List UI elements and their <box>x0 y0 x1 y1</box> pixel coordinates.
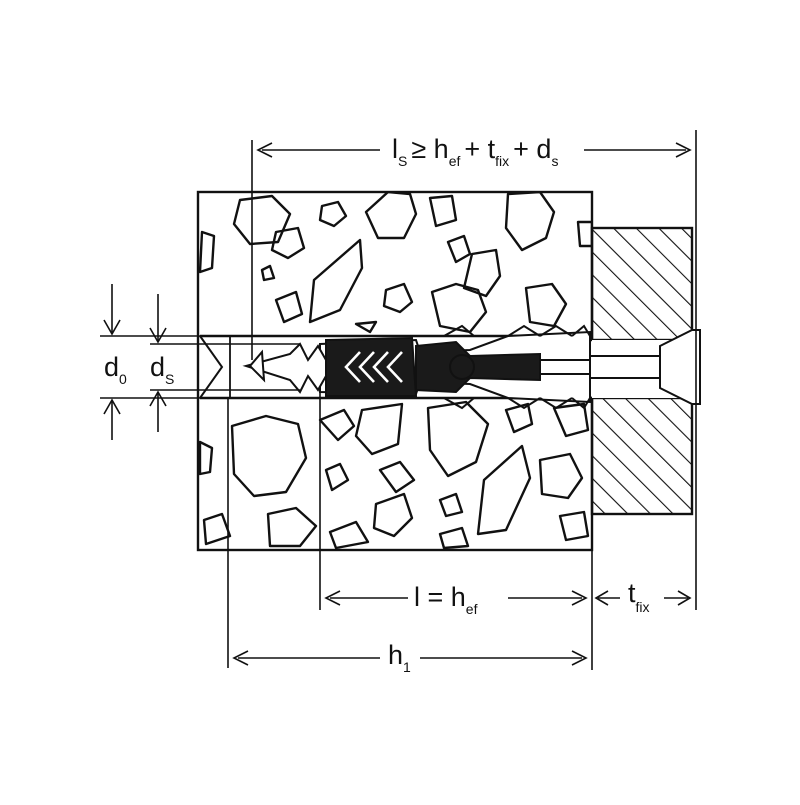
screw-shank <box>589 355 661 379</box>
diameter-dimensions <box>100 284 300 440</box>
wall-plug <box>319 324 591 410</box>
screw-countersunk-head <box>659 329 701 405</box>
screw <box>242 329 701 405</box>
screw-diameter-label: dS <box>150 352 174 387</box>
anchorage-depth-dimension <box>319 390 593 670</box>
screw-length-dimension <box>251 130 697 610</box>
plug-expansion-zone <box>415 340 541 394</box>
drill-diameter-label: d0 <box>104 352 127 387</box>
anchorage-depth-label: l = hef <box>414 582 478 617</box>
plug-chevrons <box>344 351 403 383</box>
fixture-thickness-dimension <box>594 590 692 606</box>
aggregate-stones <box>198 192 592 550</box>
plug-dark-core <box>325 336 418 397</box>
hole-depth-label: h1 <box>388 640 411 675</box>
fixture-thickness-label: tfix <box>628 578 650 615</box>
screw-length-label: lS≥ hef+ tfix+ ds <box>392 134 558 169</box>
hole-depth-dimension <box>227 398 588 668</box>
